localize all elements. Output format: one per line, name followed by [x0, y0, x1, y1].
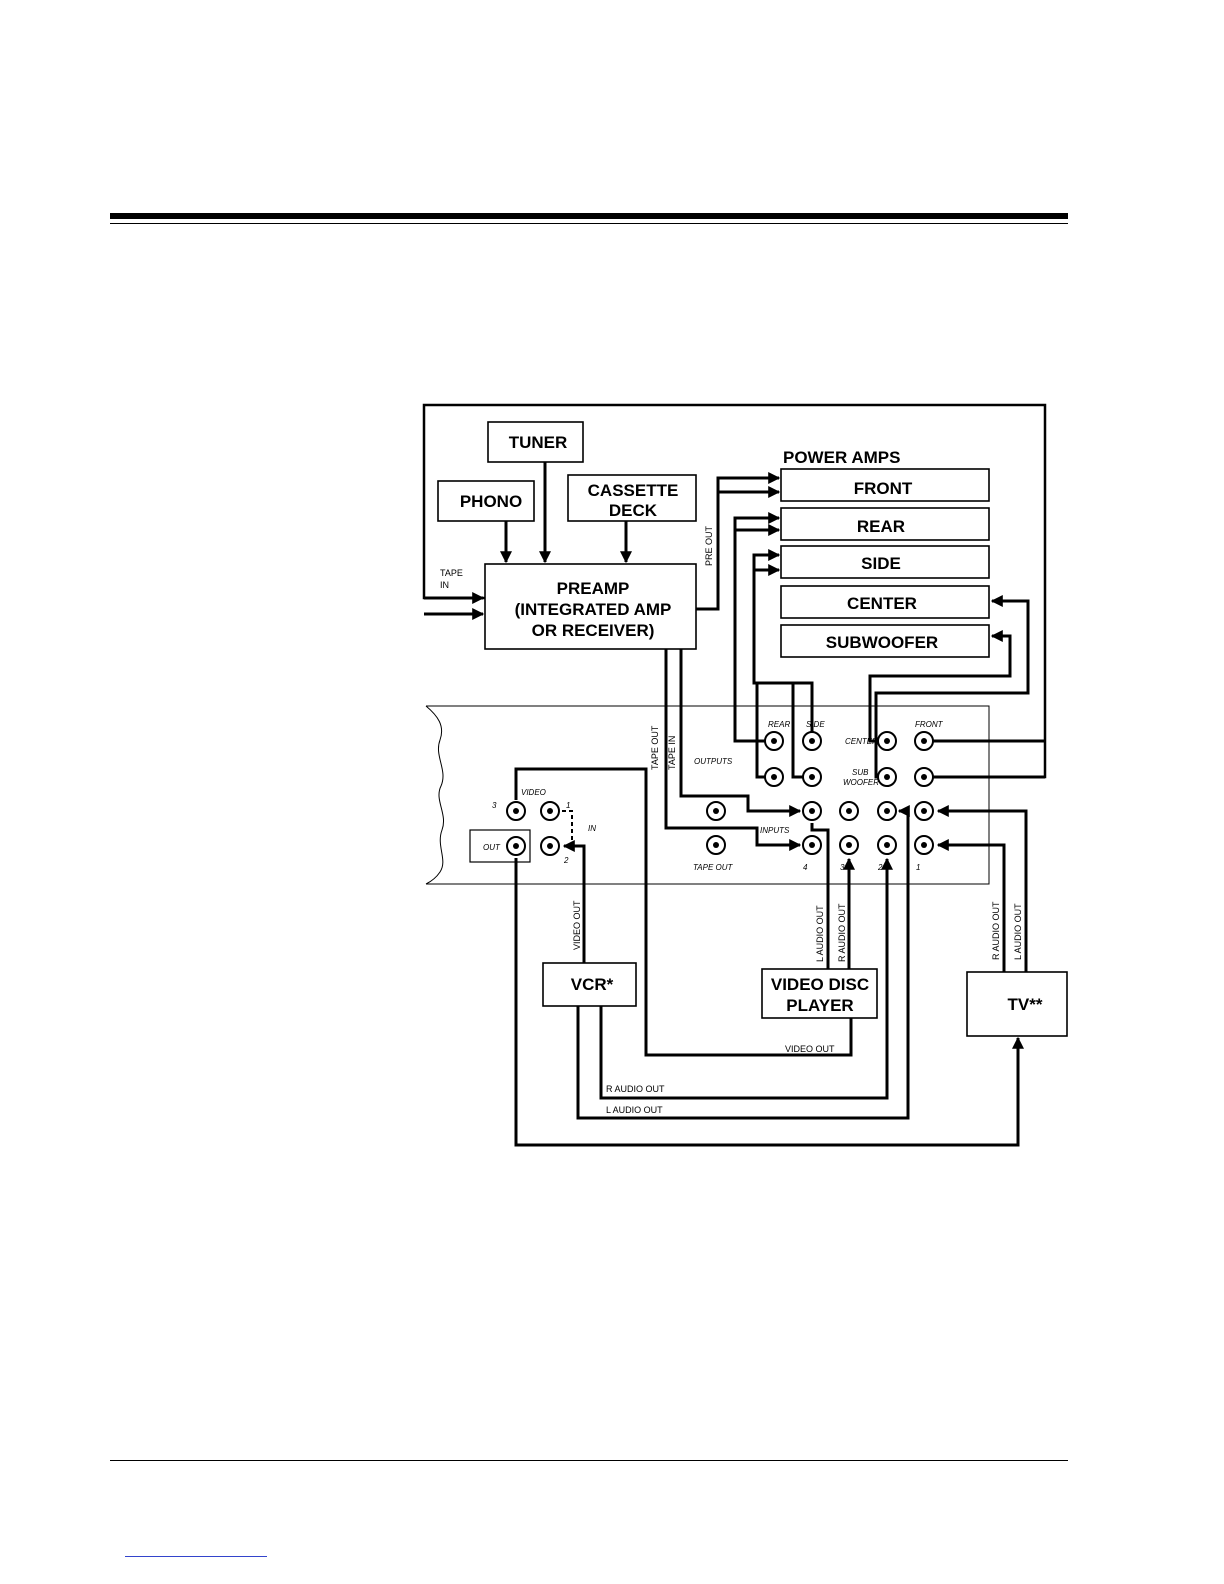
cassette-deck-box: CASSETTE DECK — [567, 474, 697, 522]
vdp-r-audio-label: R AUDIO OUT — [837, 903, 847, 962]
panel-label-video-3: 3 — [492, 801, 497, 810]
pre-out-label: PRE OUT — [704, 525, 714, 566]
video-out-label-box: OUT — [469, 829, 531, 863]
panel-label-tape-out: TAPE OUT — [693, 863, 734, 872]
panel-label-input-1: 1 — [916, 863, 920, 872]
subwoofer-amp-label: SUBWOOFER — [826, 633, 938, 652]
vcr-box: VCR* — [542, 962, 637, 1007]
phono-box: PHONO — [437, 480, 535, 522]
vcr-label: VCR* — [571, 975, 614, 994]
panel-label-front: FRONT — [915, 720, 944, 729]
panel-label-input-3: 3 — [840, 863, 845, 872]
preamp-box: PREAMP (INTEGRATED AMP OR RECEIVER) — [484, 563, 697, 650]
video-disc-label-line2: PLAYER — [786, 996, 853, 1015]
panel-label-sub: SUB — [852, 768, 869, 777]
panel-label-side: SIDE — [806, 720, 825, 729]
vdp-video-out-wire — [514, 767, 853, 1057]
preamp-label-line2: (INTEGRATED AMP — [515, 600, 672, 619]
vcr-video-out-wire — [562, 840, 586, 963]
panel-jacks — [506, 731, 934, 856]
center-amp-label: CENTER — [847, 594, 917, 613]
vcr-l-audio-wire — [576, 805, 910, 1120]
panel-label-woofer: WOOFER — [843, 778, 879, 787]
pre-out-wire-1 — [696, 472, 781, 611]
rear-panel-torn-edge — [425, 705, 444, 885]
preamp-label-line3: OR RECEIVER) — [532, 621, 655, 640]
subwoofer-amp-box: SUBWOOFER — [780, 624, 990, 658]
vcr-l-audio-label: L AUDIO OUT — [606, 1105, 663, 1115]
tv-r-audio-label: R AUDIO OUT — [991, 901, 1001, 960]
tv-label: TV** — [1008, 995, 1043, 1014]
vdp-l-audio-label: L AUDIO OUT — [815, 905, 825, 962]
panel-label-rear: REAR — [768, 720, 790, 729]
vdp-video-out-label: VIDEO OUT — [785, 1044, 835, 1054]
center-out-wire — [868, 630, 1012, 743]
phono-label: PHONO — [460, 492, 522, 511]
tv-l-audio-label: L AUDIO OUT — [1013, 903, 1023, 960]
cassette-label-line2: DECK — [609, 501, 658, 520]
panel-label-outputs: OUTPUTS — [694, 757, 733, 766]
panel-label-video-1: 1 — [566, 801, 570, 810]
side-out-wire-1 — [752, 549, 814, 741]
side-amp-box: SIDE — [780, 545, 990, 579]
power-amps-heading: POWER AMPS — [783, 448, 900, 467]
vcr-r-audio-label: R AUDIO OUT — [606, 1084, 665, 1094]
video-disc-label-line1: VIDEO DISC — [771, 975, 869, 994]
side-out-wire-2 — [791, 683, 812, 779]
tv-r-audio-wire — [936, 839, 1006, 972]
panel-label-out: OUT — [483, 843, 501, 852]
panel-label-center: CENTER — [845, 737, 878, 746]
tuner-box: TUNER — [487, 421, 584, 463]
tv-l-audio-wire — [936, 805, 1028, 972]
preamp-tape-in-wire — [679, 649, 802, 817]
preamp-label-line1: PREAMP — [557, 579, 630, 598]
tape-in-label-line2: IN — [440, 580, 449, 590]
header-rule-thick — [110, 213, 1068, 219]
video-dashed-link — [562, 810, 573, 846]
rear-panel-outline — [426, 705, 990, 885]
tape-in-vertical-label: TAPE IN — [667, 736, 677, 770]
panel-label-video-2: 2 — [563, 856, 569, 865]
video-disc-player-box: VIDEO DISC PLAYER — [761, 968, 878, 1019]
front-amp-box: FRONT — [780, 468, 990, 502]
footer-link-underline[interactable] — [125, 1556, 267, 1557]
preamp-tape-out-wire — [664, 649, 802, 851]
rear-amp-box: REAR — [780, 507, 990, 541]
panel-label-inputs: INPUTS — [760, 826, 790, 835]
cassette-label-line1: CASSETTE — [588, 481, 679, 500]
side-amp-label: SIDE — [861, 554, 901, 573]
tv-box: TV** — [966, 971, 1068, 1037]
rear-amp-label: REAR — [857, 517, 905, 536]
panel-label-video: VIDEO — [521, 788, 546, 797]
monitor-out-to-tv-wire — [514, 858, 1024, 1147]
rear-out-wire-2 — [755, 683, 774, 779]
tape-out-vertical-label: TAPE OUT — [650, 725, 660, 770]
header-rule-thin — [110, 223, 1068, 224]
panel-label-input-2: 2 — [877, 863, 883, 872]
vdp-l-audio-wire — [810, 823, 830, 969]
vcr-r-audio-wire — [599, 857, 893, 1100]
rear-out-wire-1 — [733, 512, 781, 743]
panel-label-in: IN — [588, 824, 596, 833]
tuner-label: TUNER — [509, 433, 568, 452]
panel-label-input-4: 4 — [803, 863, 808, 872]
tape-in-label-line1: TAPE — [440, 568, 463, 578]
front-amp-label: FRONT — [854, 479, 913, 498]
vcr-video-out-label: VIDEO OUT — [572, 900, 582, 950]
center-amp-box: CENTER — [780, 585, 990, 619]
footer-rule — [110, 1460, 1068, 1461]
